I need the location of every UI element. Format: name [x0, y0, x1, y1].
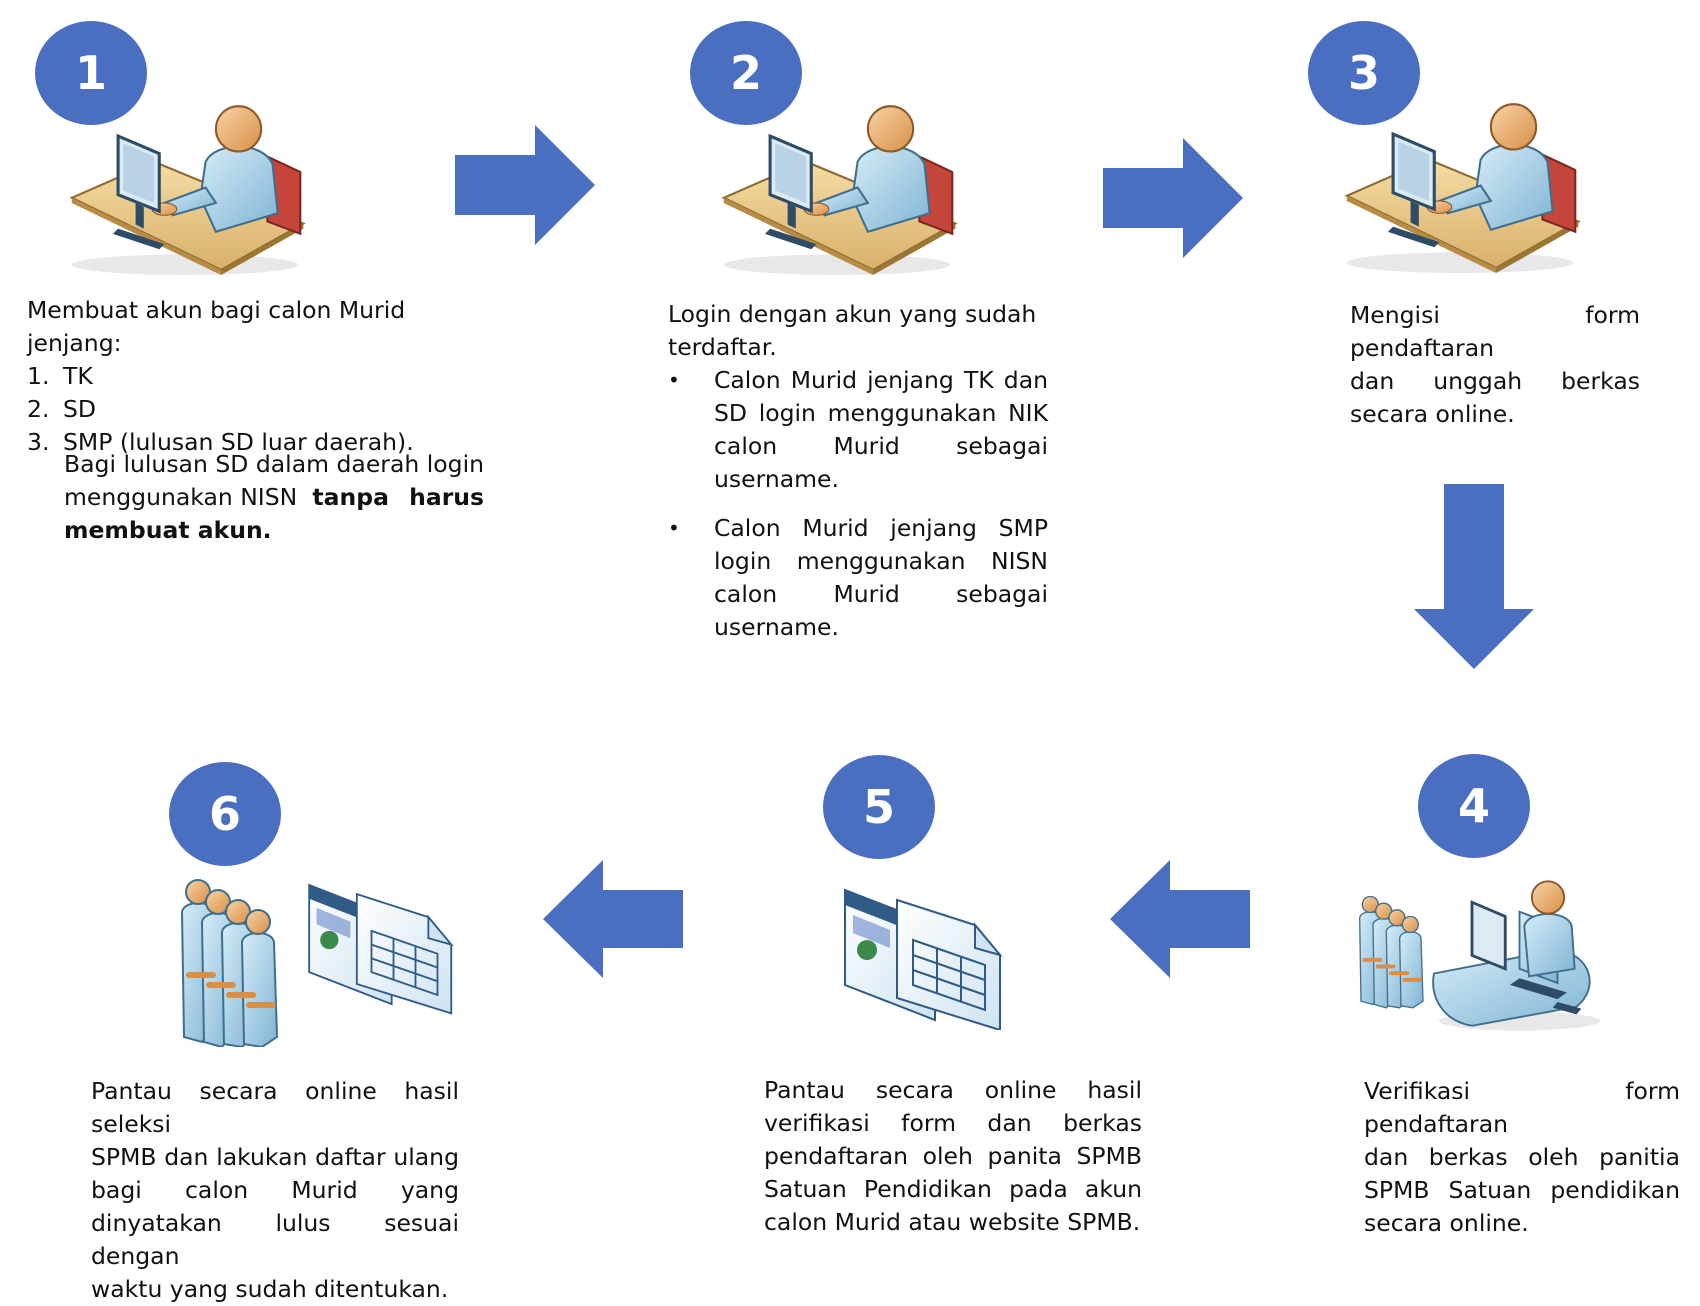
arrow-left-icon	[1110, 860, 1250, 978]
person-at-desk-icon	[1335, 98, 1585, 273]
step-2-text: Login dengan akun yang sudah terdaftar. …	[668, 298, 1048, 644]
step-1-note: Bagi lulusan SD dalam daerah login mengg…	[64, 448, 484, 547]
step-5-number-badge: 5	[823, 755, 935, 859]
step-6-number-badge: 6	[169, 762, 281, 866]
step-3-number-badge: 3	[1308, 21, 1420, 125]
step-1-number-badge: 1	[35, 21, 147, 125]
list-item: 3.SMP (lulusan SD luar daerah).	[27, 428, 414, 456]
arrow-left-icon	[543, 860, 683, 978]
queue-people-icon	[172, 872, 292, 1047]
person-at-desk-icon	[712, 100, 962, 275]
list-item: • Calon Murid jenjang TK dan SD login me…	[668, 366, 1048, 493]
list-item: 1.TK	[27, 362, 93, 390]
step-2-number-badge: 2	[690, 21, 802, 125]
arrow-right-icon	[1103, 138, 1243, 258]
arrow-right-icon	[455, 125, 595, 245]
note-line: Bagi lulusan SD dalam daerah login	[64, 450, 484, 478]
step-1-intro: Membuat akun bagi calon Murid jenjang:	[27, 296, 406, 357]
list-item: 2.SD	[27, 395, 97, 423]
person-at-desk-icon	[60, 100, 310, 275]
step-6-text: Pantau secara online hasil seleksi SPMB …	[91, 1077, 459, 1303]
documents-icon	[835, 870, 1015, 1030]
step-5-text: Pantau secara online hasil verifikasi fo…	[764, 1076, 1142, 1236]
step-1-text: Membuat akun bagi calon Murid jenjang: 1…	[27, 294, 487, 459]
note-bold-line: membuat akun.	[64, 516, 272, 544]
step-3-text: Mengisi form pendaftaran dan unggah berk…	[1350, 301, 1640, 428]
arrow-down-icon	[1414, 484, 1534, 669]
step-4-number-badge: 4	[1418, 754, 1530, 858]
list-item: • Calon Murid jenjang SMP login mengguna…	[668, 514, 1048, 641]
step-4-text: Verifikasi form pendaftaran dan berkas o…	[1364, 1077, 1680, 1237]
service-counter-icon	[1415, 872, 1605, 1037]
note-line: menggunakan NISN tanpa harus	[64, 483, 484, 511]
documents-icon	[300, 860, 465, 1020]
